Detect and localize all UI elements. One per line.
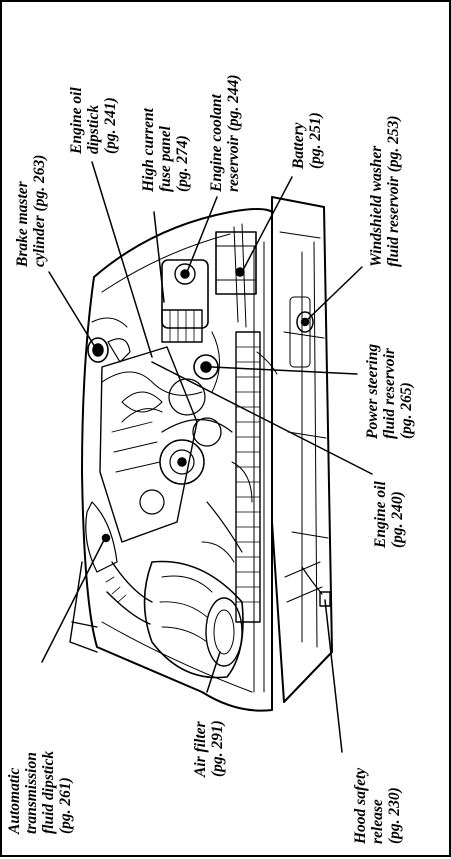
radiator: [235, 331, 261, 623]
hoses: [91, 317, 278, 563]
fuse-panel: [161, 309, 203, 343]
label-automatic-transmission: Automatic transmission fluid dipstick (p…: [6, 750, 74, 834]
brake-master-cylinder: [87, 337, 131, 363]
label-hood-safety-release: Hood safety release (pg. 230): [352, 767, 403, 844]
label-engine-coolant-reservoir: Engine coolant reservoir (pg. 244): [208, 74, 242, 192]
power-steering-reservoir: [168, 354, 219, 416]
label-engine-oil-dipstick: Engine oil dipstick (pg. 241): [68, 87, 119, 154]
intake-tube: [105, 561, 153, 625]
washer-reservoir: [289, 296, 314, 368]
coolant-reservoir: [161, 259, 209, 329]
battery: [215, 231, 257, 295]
label-battery: Battery (pg. 251): [290, 112, 324, 169]
label-brake-master-cylinder: Brake master cylinder (pg. 263): [14, 154, 48, 267]
label-air-filter: Air filter (pg. 291): [192, 720, 226, 777]
label-windshield-washer: Windshield washer fluid reservoir (pg. 2…: [368, 115, 402, 267]
air-filter-housing: [143, 560, 244, 679]
label-power-steering: Power steering fluid reservoir (pg. 265): [364, 343, 415, 439]
label-high-current-fuse-panel: High current fuse panel (pg. 274): [140, 108, 191, 192]
label-engine-oil: Engine oil (pg. 240): [372, 481, 406, 548]
engine-block: [99, 346, 243, 553]
leader-lines: [41, 161, 373, 753]
